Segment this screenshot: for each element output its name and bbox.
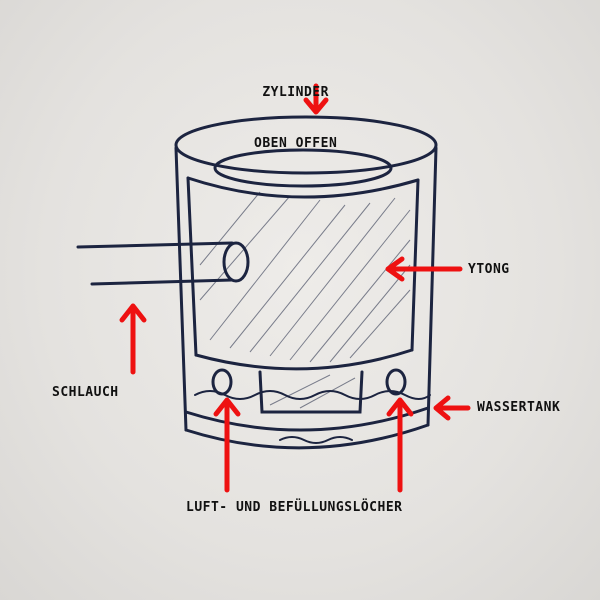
label-cylinder-line1: ZYLINDER [262,85,329,100]
label-ytong: YTONG [468,262,510,277]
label-hose: SCHLAUCH [52,385,119,400]
annotation-arrows [119,83,471,493]
arrow-hole-left [213,397,241,493]
arrow-ytong [385,256,463,282]
label-cylinder-line2: OBEN OFFEN [254,136,338,151]
hatching [199,191,411,409]
arrow-hose [119,303,147,375]
arrow-hole-right [386,397,414,493]
hose-sketch [76,241,250,286]
arrow-cylinder [303,83,329,115]
label-holes: LUFT- UND BEFÜLLUNGSLÖCHER [186,500,403,515]
label-cylinder: ZYLINDER OBEN OFFEN [254,50,337,169]
arrow-tank [433,395,471,421]
label-water-tank: WASSERTANK [477,400,561,415]
ytong-block-sketch [186,148,420,371]
